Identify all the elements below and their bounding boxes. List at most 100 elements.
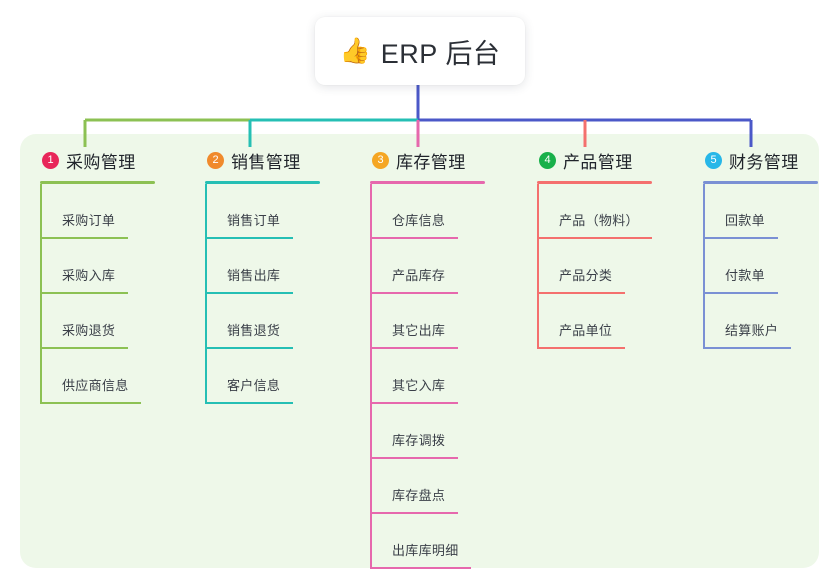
column-4: 4 产品管理产品（物料） 产品分类产品单位 <box>537 147 652 349</box>
list-item-rule <box>370 512 458 514</box>
list-item-label: 供应商信息 <box>62 378 129 393</box>
column-badge-1: 1 <box>42 151 59 169</box>
list-item[interactable]: 结算账户 <box>703 294 818 349</box>
list-item-rule <box>205 347 293 349</box>
list-item-rule <box>40 237 128 239</box>
column-items-1: 采购订单采购入库采购退货供应商信息 <box>40 184 155 404</box>
list-item-label: 销售订单 <box>227 213 281 228</box>
list-item-label: 仓库信息 <box>392 213 446 228</box>
list-item[interactable]: 库存盘点 <box>370 459 485 514</box>
column-header-3[interactable]: 3 库存管理 <box>370 147 485 173</box>
list-item[interactable]: 其它出库 <box>370 294 485 349</box>
list-item-rule <box>370 347 458 349</box>
columns-panel <box>20 134 819 568</box>
list-item-label: 出库库明细 <box>392 543 459 558</box>
column-badge-2: 2 <box>207 151 224 169</box>
list-item-label: 采购入库 <box>62 268 116 283</box>
list-item-label: 销售退货 <box>227 323 281 338</box>
list-item-rule <box>205 402 293 404</box>
column-rule-2 <box>205 181 320 184</box>
list-item[interactable]: 客户信息 <box>205 349 320 404</box>
column-trunk-3 <box>370 184 372 569</box>
list-item-rule <box>40 347 128 349</box>
list-item-label: 付款单 <box>725 268 765 283</box>
column-title-5: 财务管理 <box>729 152 799 172</box>
list-item-label: 库存调拨 <box>392 433 446 448</box>
list-item-label: 销售出库 <box>227 268 281 283</box>
column-items-5: 回款单付款单结算账户 <box>703 184 818 349</box>
page-title: ERP 后台 <box>380 38 501 69</box>
list-item-label: 客户信息 <box>227 378 281 393</box>
list-item[interactable]: 采购订单 <box>40 184 155 239</box>
list-item[interactable]: 产品单位 <box>537 294 652 349</box>
column-badge-3: 3 <box>372 151 389 169</box>
list-item-rule <box>370 237 458 239</box>
column-rule-4 <box>537 181 652 184</box>
list-item[interactable]: 出库库明细 <box>370 514 485 569</box>
column-header-5[interactable]: 5 财务管理 <box>703 147 818 173</box>
list-item[interactable]: 库存调拨 <box>370 404 485 459</box>
list-item-label: 回款单 <box>725 213 765 228</box>
list-item-label: 其它出库 <box>392 323 446 338</box>
thumbs-up-icon: 👍 <box>339 36 371 65</box>
column-header-1[interactable]: 1 采购管理 <box>40 147 155 173</box>
list-item[interactable]: 采购退货 <box>40 294 155 349</box>
list-item[interactable]: 产品分类 <box>537 239 652 294</box>
column-trunk-4 <box>537 184 539 349</box>
column-3: 3 库存管理仓库信息产品库存其它出库其它入库库存调拨库存盘点出库库明细 <box>370 147 485 569</box>
column-items-3: 仓库信息产品库存其它出库其它入库库存调拨库存盘点出库库明细 <box>370 184 485 569</box>
list-item[interactable]: 采购入库 <box>40 239 155 294</box>
list-item[interactable]: 回款单 <box>703 184 818 239</box>
list-item-label: 库存盘点 <box>392 488 446 503</box>
list-item-rule <box>370 457 458 459</box>
list-item-rule <box>703 292 778 294</box>
column-2: 2 销售管理销售订单销售出库销售退货客户信息 <box>205 147 320 404</box>
list-item[interactable]: 销售出库 <box>205 239 320 294</box>
column-badge-4: 4 <box>539 151 556 169</box>
column-items-4: 产品（物料） 产品分类产品单位 <box>537 184 652 349</box>
column-header-4[interactable]: 4 产品管理 <box>537 147 652 173</box>
list-item-label: 结算账户 <box>725 323 779 338</box>
list-item-label: 产品（物料） <box>559 213 639 228</box>
list-item-rule <box>370 292 458 294</box>
list-item-label: 其它入库 <box>392 378 446 393</box>
list-item[interactable]: 其它入库 <box>370 349 485 404</box>
list-item-label: 采购订单 <box>62 213 116 228</box>
list-item-rule <box>703 347 791 349</box>
list-item[interactable]: 供应商信息 <box>40 349 155 404</box>
list-item[interactable]: 销售退货 <box>205 294 320 349</box>
list-item-rule <box>703 237 778 239</box>
list-item-rule <box>537 237 652 239</box>
list-item-label: 采购退货 <box>62 323 116 338</box>
list-item-label: 产品库存 <box>392 268 446 283</box>
column-title-4: 产品管理 <box>563 152 633 172</box>
list-item-rule <box>370 402 458 404</box>
column-trunk-5 <box>703 184 705 349</box>
list-item[interactable]: 产品库存 <box>370 239 485 294</box>
column-rule-3 <box>370 181 485 184</box>
column-trunk-1 <box>40 184 42 404</box>
list-item-rule <box>537 347 625 349</box>
list-item-rule <box>370 567 471 569</box>
list-item[interactable]: 产品（物料） <box>537 184 652 239</box>
column-title-2: 销售管理 <box>231 152 301 172</box>
list-item-rule <box>205 237 293 239</box>
column-header-2[interactable]: 2 销售管理 <box>205 147 320 173</box>
list-item[interactable]: 销售订单 <box>205 184 320 239</box>
column-1: 1 采购管理采购订单采购入库采购退货供应商信息 <box>40 147 155 404</box>
column-5: 5 财务管理回款单付款单结算账户 <box>703 147 818 349</box>
list-item-label: 产品单位 <box>559 323 613 338</box>
list-item-rule <box>40 292 128 294</box>
column-title-1: 采购管理 <box>66 152 136 172</box>
list-item[interactable]: 付款单 <box>703 239 818 294</box>
column-badge-5: 5 <box>705 151 722 169</box>
column-rule-5 <box>703 181 818 184</box>
root-title-card[interactable]: 👍 ERP 后台 <box>315 17 525 85</box>
list-item[interactable]: 仓库信息 <box>370 184 485 239</box>
column-title-3: 库存管理 <box>396 152 466 172</box>
column-items-2: 销售订单销售出库销售退货客户信息 <box>205 184 320 404</box>
list-item-rule <box>205 292 293 294</box>
list-item-rule <box>40 402 141 404</box>
list-item-label: 产品分类 <box>559 268 613 283</box>
